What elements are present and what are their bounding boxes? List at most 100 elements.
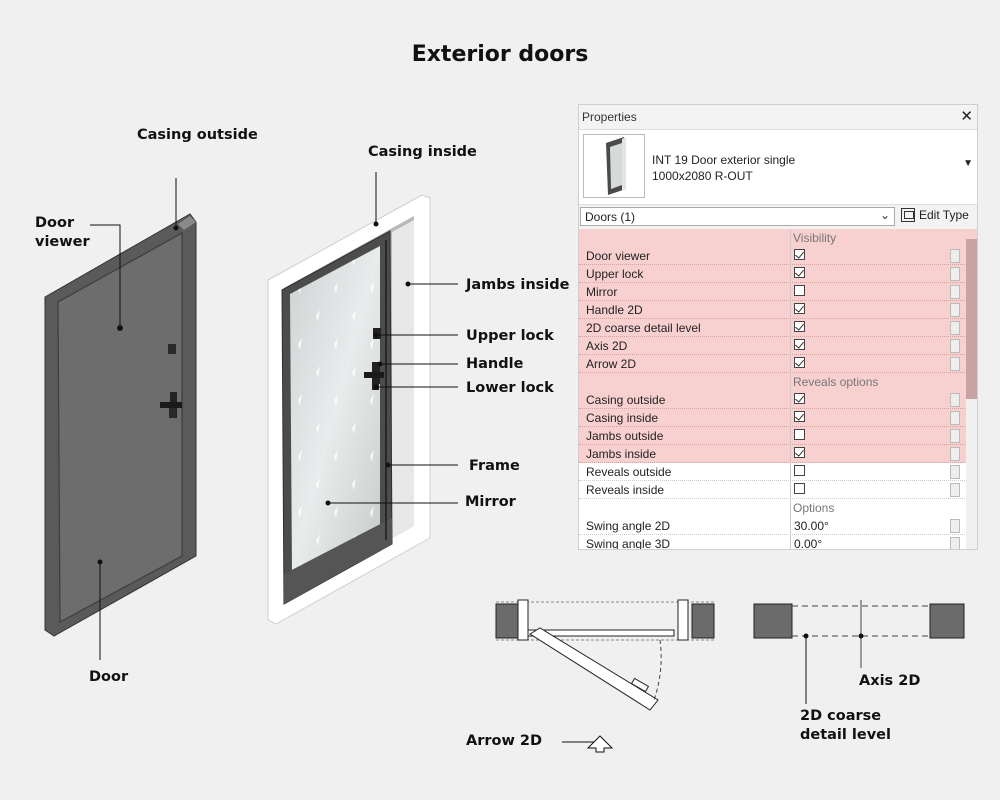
property-row: Door viewer <box>579 247 977 265</box>
label-door: Door <box>89 669 129 685</box>
property-value <box>790 445 951 463</box>
caret-down-icon[interactable]: ▼ <box>963 158 973 169</box>
property-row: 2D coarse detail level <box>579 319 977 337</box>
property-name: Door viewer <box>586 249 651 263</box>
property-checkbox[interactable] <box>794 411 805 422</box>
property-checkbox[interactable] <box>794 303 805 314</box>
property-value <box>790 427 951 445</box>
properties-title: Properties <box>582 110 637 124</box>
label-axis-2d: Axis 2D <box>859 673 921 689</box>
property-row: Reveals inside <box>579 481 977 499</box>
property-group-title: Visibility <box>793 231 837 245</box>
property-checkbox[interactable] <box>794 285 805 296</box>
property-value: 0.00° <box>790 535 951 550</box>
label-mirror: Mirror <box>465 494 516 510</box>
associate-parameter-button[interactable] <box>950 285 960 299</box>
scrollbar-thumb[interactable] <box>966 239 977 399</box>
type-selector[interactable]: INT 19 Door exterior single 1000x2080 R-… <box>579 130 977 205</box>
property-value <box>790 481 951 499</box>
associate-parameter-button[interactable] <box>950 357 960 371</box>
associate-parameter-button[interactable] <box>950 249 960 263</box>
property-checkbox[interactable] <box>794 393 805 404</box>
property-value <box>790 301 951 319</box>
close-icon[interactable]: ✕ <box>960 108 973 125</box>
associate-parameter-button[interactable] <box>950 519 960 533</box>
edit-type-label: Edit Type <box>919 208 969 222</box>
property-group-title: Reveals options <box>793 375 879 389</box>
door-thumbnail <box>583 134 645 198</box>
property-value-text[interactable]: 30.00° <box>794 519 829 533</box>
associate-parameter-button[interactable] <box>950 429 960 443</box>
property-name: Axis 2D <box>586 339 628 353</box>
door-coarse-plan-view <box>753 600 965 704</box>
handle-icon <box>160 402 182 408</box>
property-row: Casing outside <box>579 391 977 409</box>
property-checkbox[interactable] <box>794 447 805 458</box>
property-value <box>790 463 951 481</box>
door-plan-view <box>495 599 715 753</box>
property-name: Casing inside <box>586 411 659 425</box>
properties-panel: Properties ✕ INT 19 Door exterior single… <box>578 104 978 550</box>
property-checkbox[interactable] <box>794 429 805 440</box>
property-name: Jambs inside <box>586 447 657 461</box>
lower-lock-icon <box>169 408 176 418</box>
property-row: Mirror <box>579 283 977 301</box>
property-value <box>790 283 951 301</box>
associate-parameter-button[interactable] <box>950 393 960 407</box>
associate-parameter-button[interactable] <box>950 411 960 425</box>
property-checkbox[interactable] <box>794 321 805 332</box>
property-value <box>790 409 951 427</box>
property-name: 2D coarse detail level <box>586 321 701 335</box>
associate-parameter-button[interactable] <box>950 339 960 353</box>
property-value <box>790 337 951 355</box>
associate-parameter-button[interactable] <box>950 465 960 479</box>
label-lower-lock: Lower lock <box>466 380 554 396</box>
instance-filter-value: Doors (1) <box>585 210 636 224</box>
property-name: Arrow 2D <box>586 357 637 371</box>
associate-parameter-button[interactable] <box>950 267 960 281</box>
associate-parameter-button[interactable] <box>950 447 960 461</box>
property-row: Reveals outside <box>579 463 977 481</box>
property-name: Swing angle 2D <box>586 519 671 533</box>
instance-filter-dropdown[interactable]: Doors (1) ⌄ <box>580 207 895 226</box>
label-door-viewer: Door viewer <box>35 215 90 250</box>
property-checkbox[interactable] <box>794 249 805 260</box>
associate-parameter-button[interactable] <box>950 537 960 549</box>
label-upper-lock: Upper lock <box>466 328 554 344</box>
property-row: Axis 2D <box>579 337 977 355</box>
property-name: Reveals outside <box>586 465 672 479</box>
property-row: Arrow 2D <box>579 355 977 373</box>
property-checkbox[interactable] <box>794 357 805 368</box>
swing-arrow-icon <box>586 735 614 753</box>
property-group: Visibility <box>579 229 977 247</box>
property-name: Handle 2D <box>586 303 643 317</box>
exterior-door-outside-view <box>44 213 197 637</box>
properties-header: Properties ✕ <box>579 105 977 130</box>
associate-parameter-button[interactable] <box>950 483 960 497</box>
label-casing-inside: Casing inside <box>368 144 477 160</box>
upper-lock-icon <box>168 344 176 354</box>
associate-parameter-button[interactable] <box>950 303 960 317</box>
associate-parameter-button[interactable] <box>950 321 960 335</box>
chevron-down-icon: ⌄ <box>879 208 890 222</box>
label-frame: Frame <box>469 458 520 474</box>
property-name: Upper lock <box>586 267 644 281</box>
property-value-text[interactable]: 0.00° <box>794 537 823 550</box>
property-checkbox[interactable] <box>794 267 805 278</box>
property-value: 30.00° <box>790 517 951 535</box>
property-checkbox[interactable] <box>794 465 805 476</box>
property-name: Swing angle 3D <box>586 537 671 550</box>
label-arrow-2d: Arrow 2D <box>466 733 543 749</box>
property-group: Reveals options <box>579 373 977 391</box>
property-value <box>790 247 951 265</box>
property-row: Swing angle 3D 0.00° <box>579 535 977 550</box>
property-row: Swing angle 2D 30.00° <box>579 517 977 535</box>
property-group: Options <box>579 499 977 517</box>
edit-type-button[interactable]: Edit Type <box>901 208 969 226</box>
property-value <box>790 319 951 337</box>
selection-bar: Doors (1) ⌄ Edit Type <box>579 205 977 230</box>
property-checkbox[interactable] <box>794 339 805 350</box>
property-checkbox[interactable] <box>794 483 805 494</box>
property-name: Jambs outside <box>586 429 664 443</box>
